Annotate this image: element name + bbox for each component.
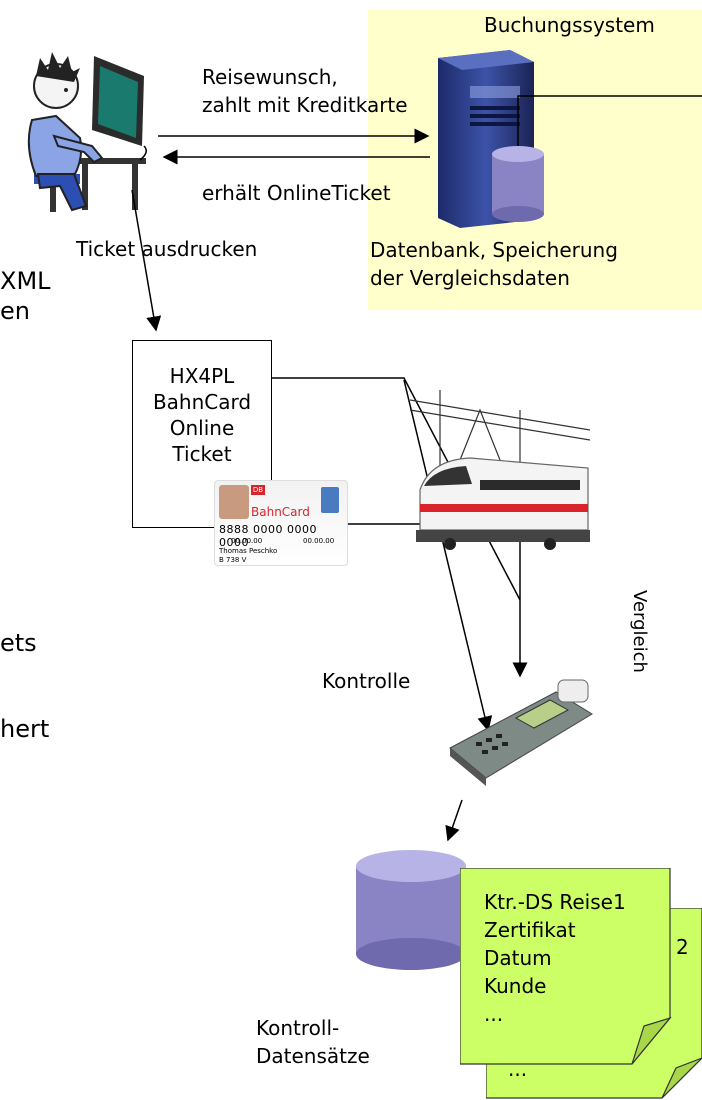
record-line: Zertifikat [484, 918, 576, 942]
bahncard: DB BahnCard 8888 0000 0000 0000 00.00.00… [214, 480, 348, 566]
arrow-receive-label: erhält OnlineTicket [202, 181, 391, 205]
compare-label: Vergleich [629, 590, 650, 673]
arrow-request-label-2: zahlt mit Kreditkarte [202, 93, 408, 117]
left-fragment-1: XML [0, 267, 51, 295]
bahncard-code: B 738 V [219, 556, 247, 564]
ticket-line: HX4PL [169, 364, 235, 388]
record-line: Datum [484, 946, 552, 970]
record-line: Ktr.-DS Reise1 [484, 890, 626, 914]
booking-database-label-1: Datenbank, Speicherung [370, 238, 618, 262]
train-icon [409, 390, 590, 550]
arrow-to-records [445, 799, 463, 842]
bahncard-valid-from: 00.00.00 [231, 537, 263, 545]
control-records-label-2: Datensätze [256, 1044, 370, 1068]
ticket-line: Ticket [172, 442, 232, 466]
left-fragment-2: en [0, 297, 30, 325]
bahncard-holder: Thomas Peschko [219, 547, 278, 555]
bahncard-db-logo: DB [251, 485, 265, 495]
bahncard-valid-to: 00.00.00 [303, 537, 335, 545]
booking-database-icon [492, 146, 544, 222]
ticket-line: BahnCard [152, 390, 252, 414]
arrow-print-label: Ticket ausdrucken [76, 237, 258, 261]
bahncard-number: 8888 0000 0000 0000 [219, 523, 317, 549]
ticket-line: Online [169, 416, 235, 440]
arrow-print [131, 189, 162, 332]
left-fragment-3: ets [0, 629, 37, 657]
arrow-to-scanner [403, 379, 493, 732]
booking-to-compare-line [517, 95, 702, 146]
handheld-scanner-icon [449, 679, 593, 786]
booking-system-title: Buchungssystem [484, 13, 655, 37]
left-fragment-4: hert [0, 715, 50, 743]
user-at-computer-icon [27, 52, 146, 212]
record-note-front: Ktr.-DS Reise1 Zertifikat Datum Kunde ..… [484, 888, 626, 1028]
record-line: Kunde [484, 974, 547, 998]
control-label: Kontrolle [322, 669, 411, 693]
record-note-back-suffix: 2 [676, 935, 689, 959]
bahncard-title: BahnCard [251, 505, 310, 519]
bahncard-chip [321, 487, 339, 513]
record-note-front-shape [460, 868, 672, 1065]
bahncard-photo [219, 485, 249, 519]
record-line: ... [484, 1002, 504, 1026]
control-records-label-1: Kontroll- [256, 1016, 340, 1040]
arrow-request-label-1: Reisewunsch, [202, 65, 338, 89]
booking-database-label-2: der Vergleichsdaten [370, 266, 570, 290]
control-database-icon [356, 850, 466, 970]
